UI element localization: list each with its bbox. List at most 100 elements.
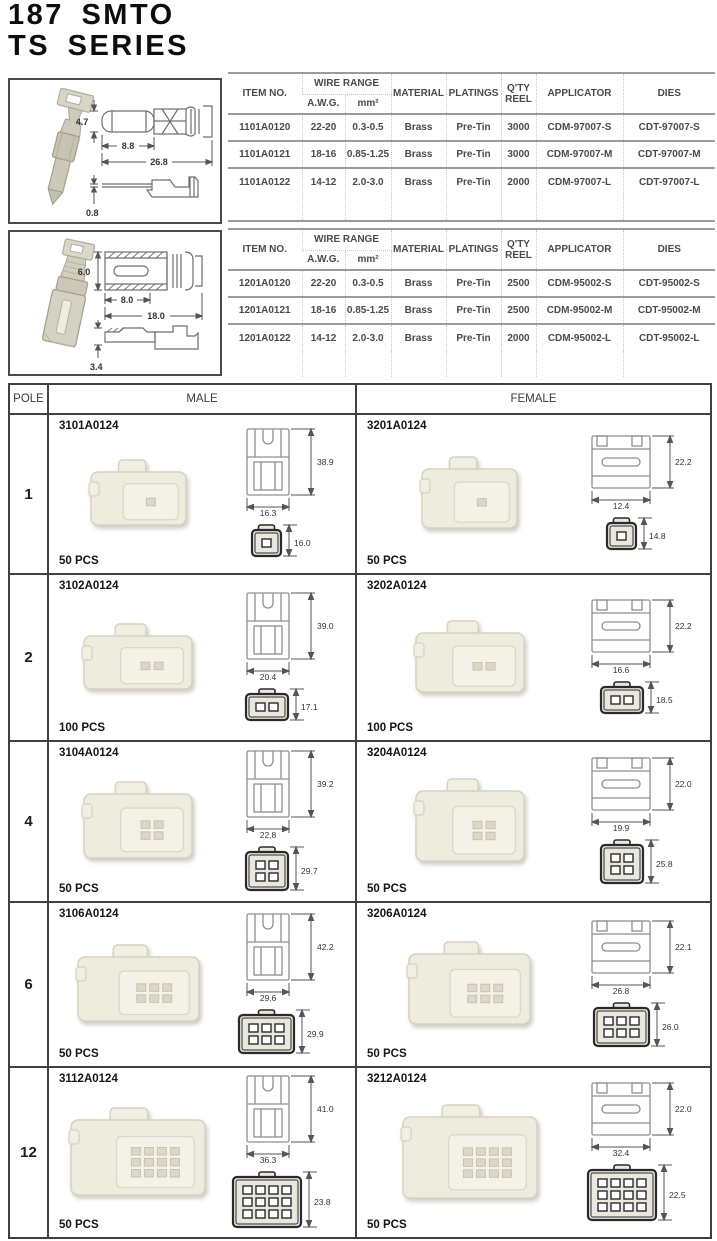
spec-cell-material: Brass [390, 270, 446, 297]
connector-photo-wrap [59, 759, 219, 883]
spacer-cell [390, 195, 446, 221]
dim-width-label: 20.4 [260, 672, 277, 681]
spacer-cell [344, 195, 391, 221]
spec-cell-applicator: CDM-95002-S [535, 270, 623, 297]
dim-barrel-height: 4.7 [76, 117, 89, 127]
spacer-cell [301, 195, 345, 221]
spec-cell-qty-reel: 3000 [500, 141, 536, 168]
male-side-view-drawing: 42.2 29.6 [245, 912, 334, 1002]
dim-height-label: 22.0 [675, 779, 692, 789]
series-number: 187 SMTO [8, 0, 175, 31]
connector-photo-wrap [367, 432, 574, 555]
female-front-view-drawing: 26.0 [592, 1001, 679, 1047]
dim-front-label: 18.5 [656, 695, 673, 705]
female-side-view-drawing: 22.212.4 [590, 434, 692, 510]
spec-cell-qty-reel: 2000 [500, 324, 536, 351]
spec-cell-item-no: 1201A0120 [238, 278, 291, 289]
quantity-label: 50 PCS [367, 1219, 407, 1231]
part-number: 3204A0124 [367, 747, 427, 759]
spec-cell-mm2: 0.85-1.25 [344, 141, 391, 168]
spec-cell-dies: CDT-97007-M [622, 141, 715, 168]
col-applicator: APPLICATOR [535, 229, 623, 270]
female-side-view-drawing: 22.126.8 [590, 919, 692, 995]
spec-cell-applicator: CDM-95002-M [535, 297, 623, 324]
dim-height-label: 39.0 [317, 621, 334, 631]
reel-label: REEL [505, 249, 532, 261]
spec-cell-applicator: CDM-95002-L [535, 324, 623, 351]
quantity-label: 50 PCS [59, 1048, 99, 1060]
page-title: 187 SMTO TS SERIES [8, 0, 189, 62]
quantity-label: 50 PCS [367, 883, 407, 895]
spec-cell-qty-reel: 2500 [500, 297, 536, 324]
male-header: MALE [47, 383, 357, 415]
dim-front-label: 29.9 [307, 1029, 324, 1039]
part-number: 3201A0124 [367, 420, 427, 432]
male-front-view-drawing: 29.7 [244, 845, 317, 891]
col-wire-range: WIRE RANGE [301, 73, 391, 95]
male-front-view-drawing: 16.0 [250, 523, 311, 558]
dim-overall-length: 26.8 [150, 157, 168, 167]
spec-cell-item-no: 1101A0120 [239, 122, 291, 133]
dim-body-length: 8.8 [122, 141, 135, 151]
spec-cell-mm2: 0.3-0.5 [344, 270, 391, 297]
female-terminal-photo [41, 238, 96, 348]
pole-number: 12 [8, 1066, 49, 1239]
spec-cell-applicator: CDM-97007-M [535, 141, 623, 168]
spec-cell-mm2: 2.0-3.0 [344, 324, 391, 351]
pole-number: 6 [8, 901, 49, 1068]
spacer-row [228, 195, 715, 221]
male-side-view-drawing: 39.222.8 [245, 749, 334, 839]
spacer-cell [228, 195, 302, 221]
dim-width-label: 29.6 [260, 993, 277, 1002]
dim-height-label: 22.2 [675, 457, 692, 467]
col-material: MATERIAL [390, 73, 446, 114]
quantity-label: 100 PCS [59, 722, 106, 734]
connector-photo-wrap [367, 592, 574, 722]
female-terminal-spec-table: ITEM NO. WIRE RANGE MATERIAL PLATINGS Q'… [228, 228, 715, 377]
spec-cell-platings: Pre-Tin [445, 114, 501, 141]
male-terminal-figure: 4.7 8.8 26.8 0.8 [47, 87, 214, 218]
connector-photo-wrap [367, 759, 574, 883]
male-front-view-drawing: 23.8 [231, 1170, 330, 1228]
spec-cell-mm2: 0.3-0.5 [344, 114, 391, 141]
col-applicator: APPLICATOR [535, 73, 623, 114]
dim-width-label: 16.6 [613, 665, 630, 674]
part-number: 3101A0124 [59, 420, 119, 432]
col-platings: PLATINGS [445, 229, 501, 270]
female-terminal-dims [94, 250, 204, 320]
dim-body-length: 8.0 [121, 295, 134, 305]
female-front-view-drawing: 18.5 [599, 680, 673, 714]
col-dies: DIES [622, 229, 715, 270]
male-terminal-photo [47, 87, 95, 206]
female-header: FEMALE [355, 383, 712, 415]
qty-label: Q'TY [507, 82, 530, 94]
quantity-label: 50 PCS [59, 1219, 99, 1231]
dim-height-label: 38.9 [317, 457, 334, 467]
female-side-view-drawing: 22.019.9 [590, 756, 692, 832]
part-number: 3206A0124 [367, 908, 427, 920]
label-mask [142, 310, 170, 321]
dim-front-label: 22.5 [669, 1190, 686, 1200]
connector-table-header: POLE MALE FEMALE [8, 383, 712, 415]
female-connector-photo [419, 456, 518, 529]
dim-height-label: 42.2 [317, 942, 334, 952]
